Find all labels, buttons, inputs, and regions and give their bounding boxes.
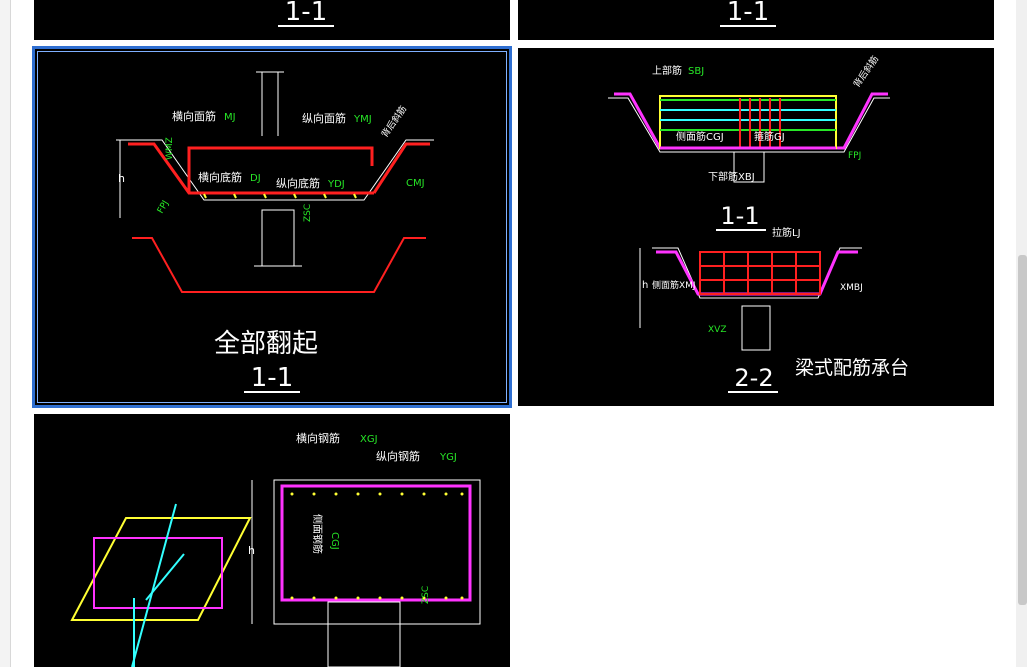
hmj-label: 横向面筋 (172, 109, 216, 123)
sbj-label: 上部筋 (652, 64, 682, 77)
vertical-scrollbar[interactable] (1016, 0, 1027, 667)
top-note: 背后斜筋 (379, 103, 409, 139)
caption: 全部翻起 (214, 329, 318, 359)
thumbnail-full-flip[interactable]: h WMZ 横向面筋 MJ 纵向面筋 YMJ 横向底筋 DJ 纵向底筋 YDJ … (32, 46, 512, 408)
dim-h-label: h (642, 280, 648, 291)
section-label: 1-1 (285, 0, 327, 27)
dim-h-label: h (118, 172, 125, 185)
xgj-code: XGJ (360, 434, 378, 445)
scrollbar-thumb[interactable] (1018, 255, 1027, 605)
hmj-code: MJ (224, 112, 236, 123)
caption: 梁式配筋承台 (795, 357, 909, 379)
zsc-label: ZSC (303, 204, 313, 222)
xvz-label: XVZ (708, 325, 727, 335)
sbj-code: SBJ (688, 66, 704, 77)
xbj-label: 下部筋XBJ (708, 170, 755, 183)
fpj-label: FPJ (848, 151, 861, 161)
xmj-label: 侧面筋XMJ (652, 279, 696, 291)
cgj-label: CGJ (329, 532, 340, 550)
thumbnail-beam-type[interactable]: 上部筋 SBJ 侧面筋CGJ 箍筋GJ 下部筋XBJ FPJ 背后斜筋 1-1 … (518, 48, 994, 406)
thumbnail-top-right[interactable]: 1-1 (518, 0, 994, 40)
xgj-label: 横向钢筋 (296, 431, 340, 445)
hdj-code: DJ (250, 173, 261, 184)
cmj-label: CMJ (406, 178, 425, 189)
left-panel-edge (0, 0, 11, 667)
zmj-code: YMJ (353, 114, 372, 125)
cgj-label: 侧面筋CGJ (676, 130, 724, 143)
zdj-label: 纵向底筋 (276, 176, 320, 190)
xmj2-label: XMBJ (840, 283, 863, 293)
section-label: 1-1 (251, 363, 293, 393)
section-label-b: 2-2 (734, 364, 773, 392)
zmj-label: 纵向面筋 (302, 111, 346, 125)
zsc-label: ZSC (421, 586, 431, 604)
lj-label: 拉筋LJ (772, 226, 801, 239)
hdj-label: 横向底筋 (198, 170, 242, 184)
ygj-label: 纵向钢筋 (376, 449, 420, 463)
gj-label: 箍筋GJ (754, 130, 785, 143)
note-label: 背后斜筋 (851, 53, 881, 89)
thumbnail-top-left[interactable]: 1-1 (34, 0, 510, 40)
section-label: 1-1 (727, 0, 769, 27)
dim-h-label: h (248, 544, 255, 557)
zdj-code: YDJ (327, 179, 345, 190)
thumbnail-square[interactable]: h 横向钢筋 XGJ 纵向钢筋 YGJ 侧面钢筋 CGJ ZSC (34, 414, 510, 667)
section-label-a: 1-1 (720, 202, 759, 230)
ygj-code: YGJ (439, 452, 457, 463)
wmz-label: WMZ (165, 137, 175, 160)
fpj-label: FPJ (156, 199, 171, 215)
cmgj-label: 侧面钢筋 (311, 514, 324, 554)
